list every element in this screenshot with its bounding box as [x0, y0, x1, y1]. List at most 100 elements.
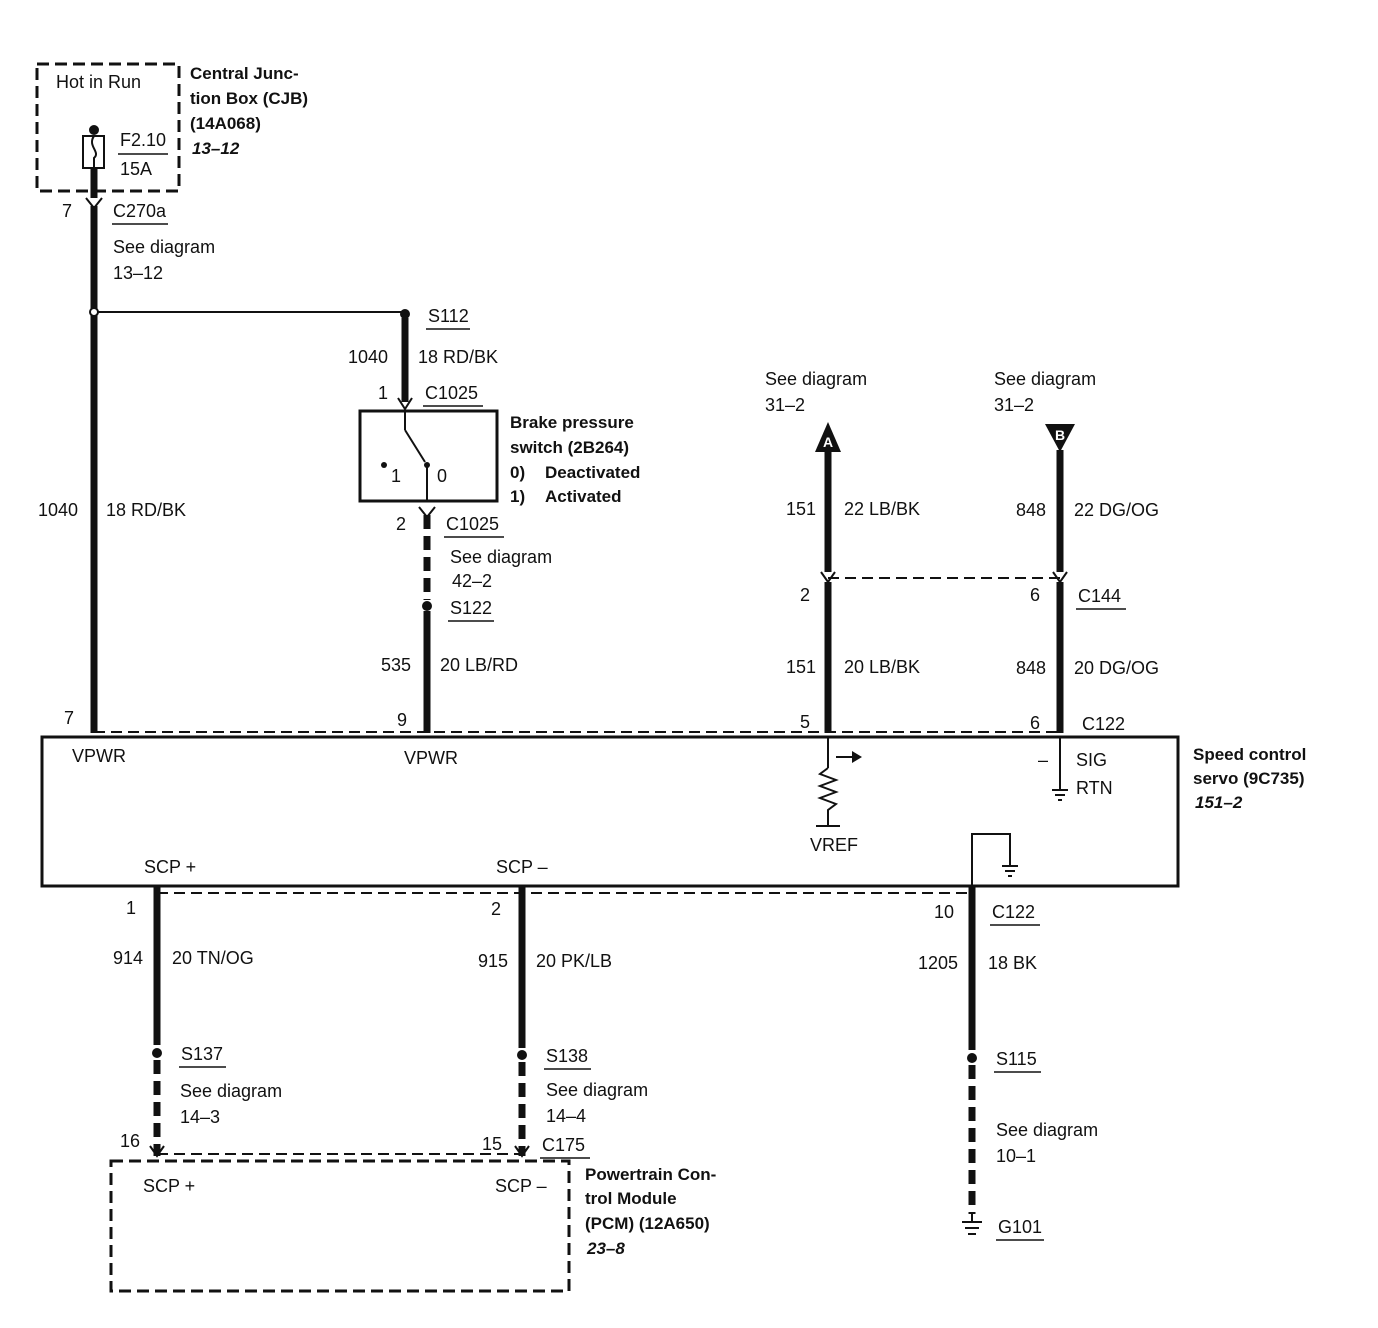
- s138-label: S138: [546, 1046, 588, 1066]
- servo-vpwr-2: VPWR: [404, 748, 458, 768]
- pcm-box: [109, 1159, 571, 1293]
- splice-s137: [152, 1048, 162, 1058]
- s138-see: See diagram: [546, 1080, 648, 1100]
- servo-rtn-ground: [1052, 789, 1068, 801]
- brake-switch-blade: [404, 429, 426, 463]
- ref-b-see: See diagram: [994, 369, 1096, 389]
- ref-a-circuit: 151: [786, 499, 816, 519]
- pcm-conn-c175: C175: [542, 1135, 585, 1155]
- s137-see-ref: 14–3: [180, 1107, 220, 1127]
- brake-see-ref: 42–2: [452, 571, 492, 591]
- pcm-name-1: Powertrain Con-: [585, 1165, 716, 1184]
- w914-wire: 20 TN/OG: [172, 948, 254, 968]
- brake-name-1: Brake pressure: [510, 413, 634, 432]
- c144-pin-a: 2: [800, 585, 810, 605]
- servo-name-2: servo (9C735): [1193, 769, 1305, 788]
- brake-state0-num: 0): [510, 463, 525, 482]
- brake-pos-1: 1: [391, 466, 401, 486]
- c270a-see: See diagram: [113, 237, 215, 257]
- lower-a-wire: 20 LB/BK: [844, 657, 920, 677]
- s115-see-ref: 10–1: [996, 1146, 1036, 1166]
- pcm-scp-minus: SCP –: [495, 1176, 547, 1196]
- w914-circuit: 914: [113, 948, 143, 968]
- brake-conn-bottom: C1025: [446, 514, 499, 534]
- splice-s122: [422, 601, 432, 611]
- servo-minus: –: [1038, 750, 1048, 770]
- cjb-name-2: tion Box (CJB): [190, 89, 308, 108]
- brake-pos-0: 0: [437, 466, 447, 486]
- g101-label: G101: [998, 1217, 1042, 1237]
- brake-contact-1: [381, 462, 387, 468]
- c122-bottom-label: C122: [992, 902, 1035, 922]
- ref-b-letter: B: [1055, 427, 1065, 443]
- ref-a-see-ref: 31–2: [765, 395, 805, 415]
- w1205-wire: 18 BK: [988, 953, 1037, 973]
- servo-box: [40, 735, 1180, 888]
- ref-a-see: See diagram: [765, 369, 867, 389]
- splice-s115: [967, 1053, 977, 1063]
- fuse-rating: 15A: [120, 159, 152, 179]
- c270a-label: C270a: [113, 201, 167, 221]
- brake-state1: Activated: [545, 487, 622, 506]
- s115-see: See diagram: [996, 1120, 1098, 1140]
- ref-a-arrow: [815, 422, 841, 452]
- ref-b-wire: 22 DG/OG: [1074, 500, 1159, 520]
- c122-pin-5: 5: [800, 712, 810, 732]
- pcm-name-3: (PCM) (12A650): [585, 1214, 710, 1233]
- fuse-id: F2.10: [120, 130, 166, 150]
- c122-pin-10: 10: [934, 902, 954, 922]
- brake-state0: Deactivated: [545, 463, 640, 482]
- brake-pin-top: 1: [378, 383, 388, 403]
- c270a-see-ref: 13–12: [113, 263, 163, 283]
- s112-label: S112: [428, 306, 469, 326]
- brake-switch-box: [358, 409, 499, 503]
- brake-see: See diagram: [450, 547, 552, 567]
- servo-vpwr-1: VPWR: [72, 746, 126, 766]
- cjb-box: [35, 62, 181, 193]
- pcm-pin-16: 16: [120, 1131, 140, 1151]
- lower-b-wire: 20 DG/OG: [1074, 658, 1159, 678]
- s115-label: S115: [996, 1049, 1037, 1069]
- w915-wire: 20 PK/LB: [536, 951, 612, 971]
- c144-pin-b: 6: [1030, 585, 1040, 605]
- s122-wire: 20 LB/RD: [440, 655, 518, 675]
- pcm-ref: 23–8: [586, 1239, 625, 1258]
- ref-b-see-ref: 31–2: [994, 395, 1034, 415]
- pcm-pin-15: 15: [482, 1134, 502, 1154]
- vref-resistor: [817, 767, 839, 826]
- servo-name-1: Speed control: [1193, 745, 1306, 764]
- servo-ref: 151–2: [1195, 793, 1243, 812]
- s137-label: S137: [181, 1044, 223, 1064]
- servo-vref: VREF: [810, 835, 858, 855]
- cjb-ref: 13–12: [192, 139, 240, 158]
- c270a-pin: 7: [62, 201, 72, 221]
- w915-circuit: 915: [478, 951, 508, 971]
- cjb-name-3: (14A068): [190, 114, 261, 133]
- c122-pin-1: 1: [126, 898, 136, 918]
- servo-rtn: RTN: [1076, 778, 1113, 798]
- c122-pin-7: 7: [64, 708, 74, 728]
- cjb-hot-in-run: Hot in Run: [56, 72, 141, 92]
- splice-s112: [400, 309, 410, 319]
- c122-pin-9: 9: [397, 710, 407, 730]
- lower-a-circuit: 151: [786, 657, 816, 677]
- s138-see-ref: 14–4: [546, 1106, 586, 1126]
- servo-scp-plus: SCP +: [144, 857, 196, 877]
- c122-pin-2: 2: [491, 899, 501, 919]
- servo-scp-minus: SCP –: [496, 857, 548, 877]
- c144-label: C144: [1078, 586, 1121, 606]
- s122-label: S122: [450, 598, 492, 618]
- s122-circuit: 535: [381, 655, 411, 675]
- s112-wire: 18 RD/BK: [418, 347, 498, 367]
- pcm-name-2: trol Module: [585, 1189, 677, 1208]
- s137-see: See diagram: [180, 1081, 282, 1101]
- brake-conn-top: C1025: [425, 383, 478, 403]
- c122-top-label: C122: [1082, 714, 1125, 734]
- fuse-element: [91, 135, 97, 168]
- servo-sig: SIG: [1076, 750, 1107, 770]
- ref-a-letter: A: [823, 434, 833, 450]
- cjb-name-1: Central Junc-: [190, 64, 299, 83]
- s112-circuit: 1040: [348, 347, 388, 367]
- splice-dot-main: [89, 307, 99, 317]
